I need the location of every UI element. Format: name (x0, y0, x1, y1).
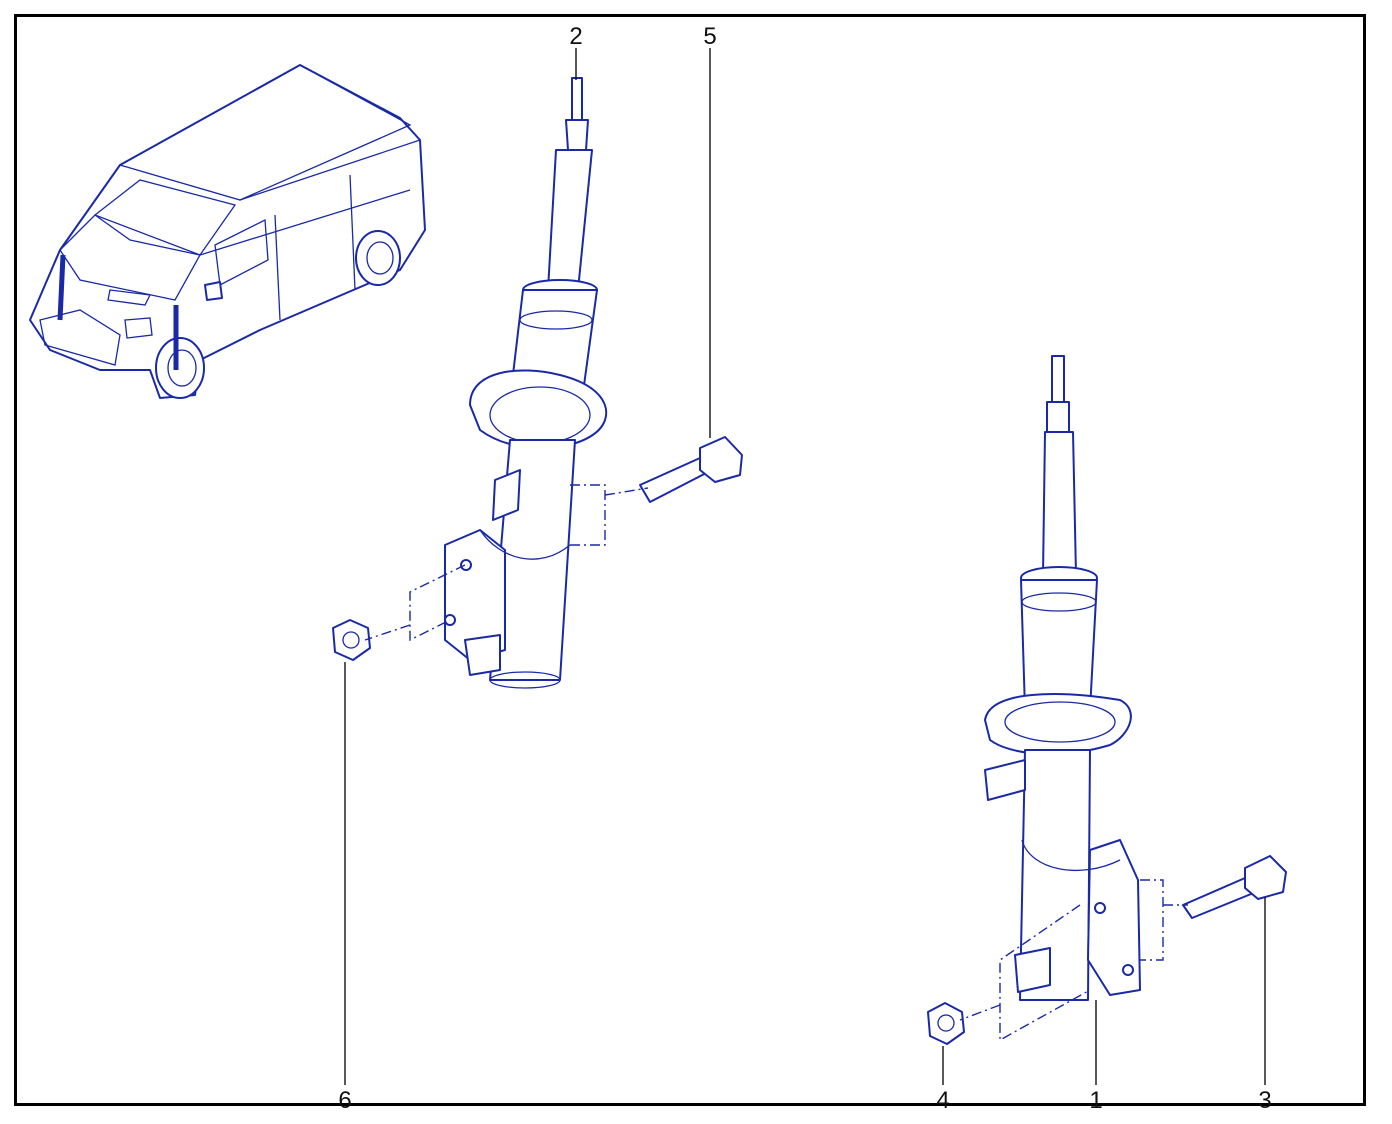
callout-5: 5 (703, 23, 716, 50)
callout-2: 2 (569, 23, 582, 50)
callout-4: 4 (936, 1087, 949, 1114)
diagram-frame (14, 14, 1366, 1106)
callout-3: 3 (1258, 1087, 1271, 1114)
van-illustration (29, 64, 426, 399)
callout-1: 1 (1089, 1087, 1102, 1114)
shock-absorber-right (984, 355, 1141, 1001)
nut-left (332, 619, 371, 661)
nut-right (927, 1002, 965, 1045)
callout-6: 6 (338, 1087, 351, 1114)
bolt-lower-right (1182, 855, 1287, 919)
bolt-upper-left (639, 436, 743, 503)
shock-absorber-left (444, 77, 608, 689)
